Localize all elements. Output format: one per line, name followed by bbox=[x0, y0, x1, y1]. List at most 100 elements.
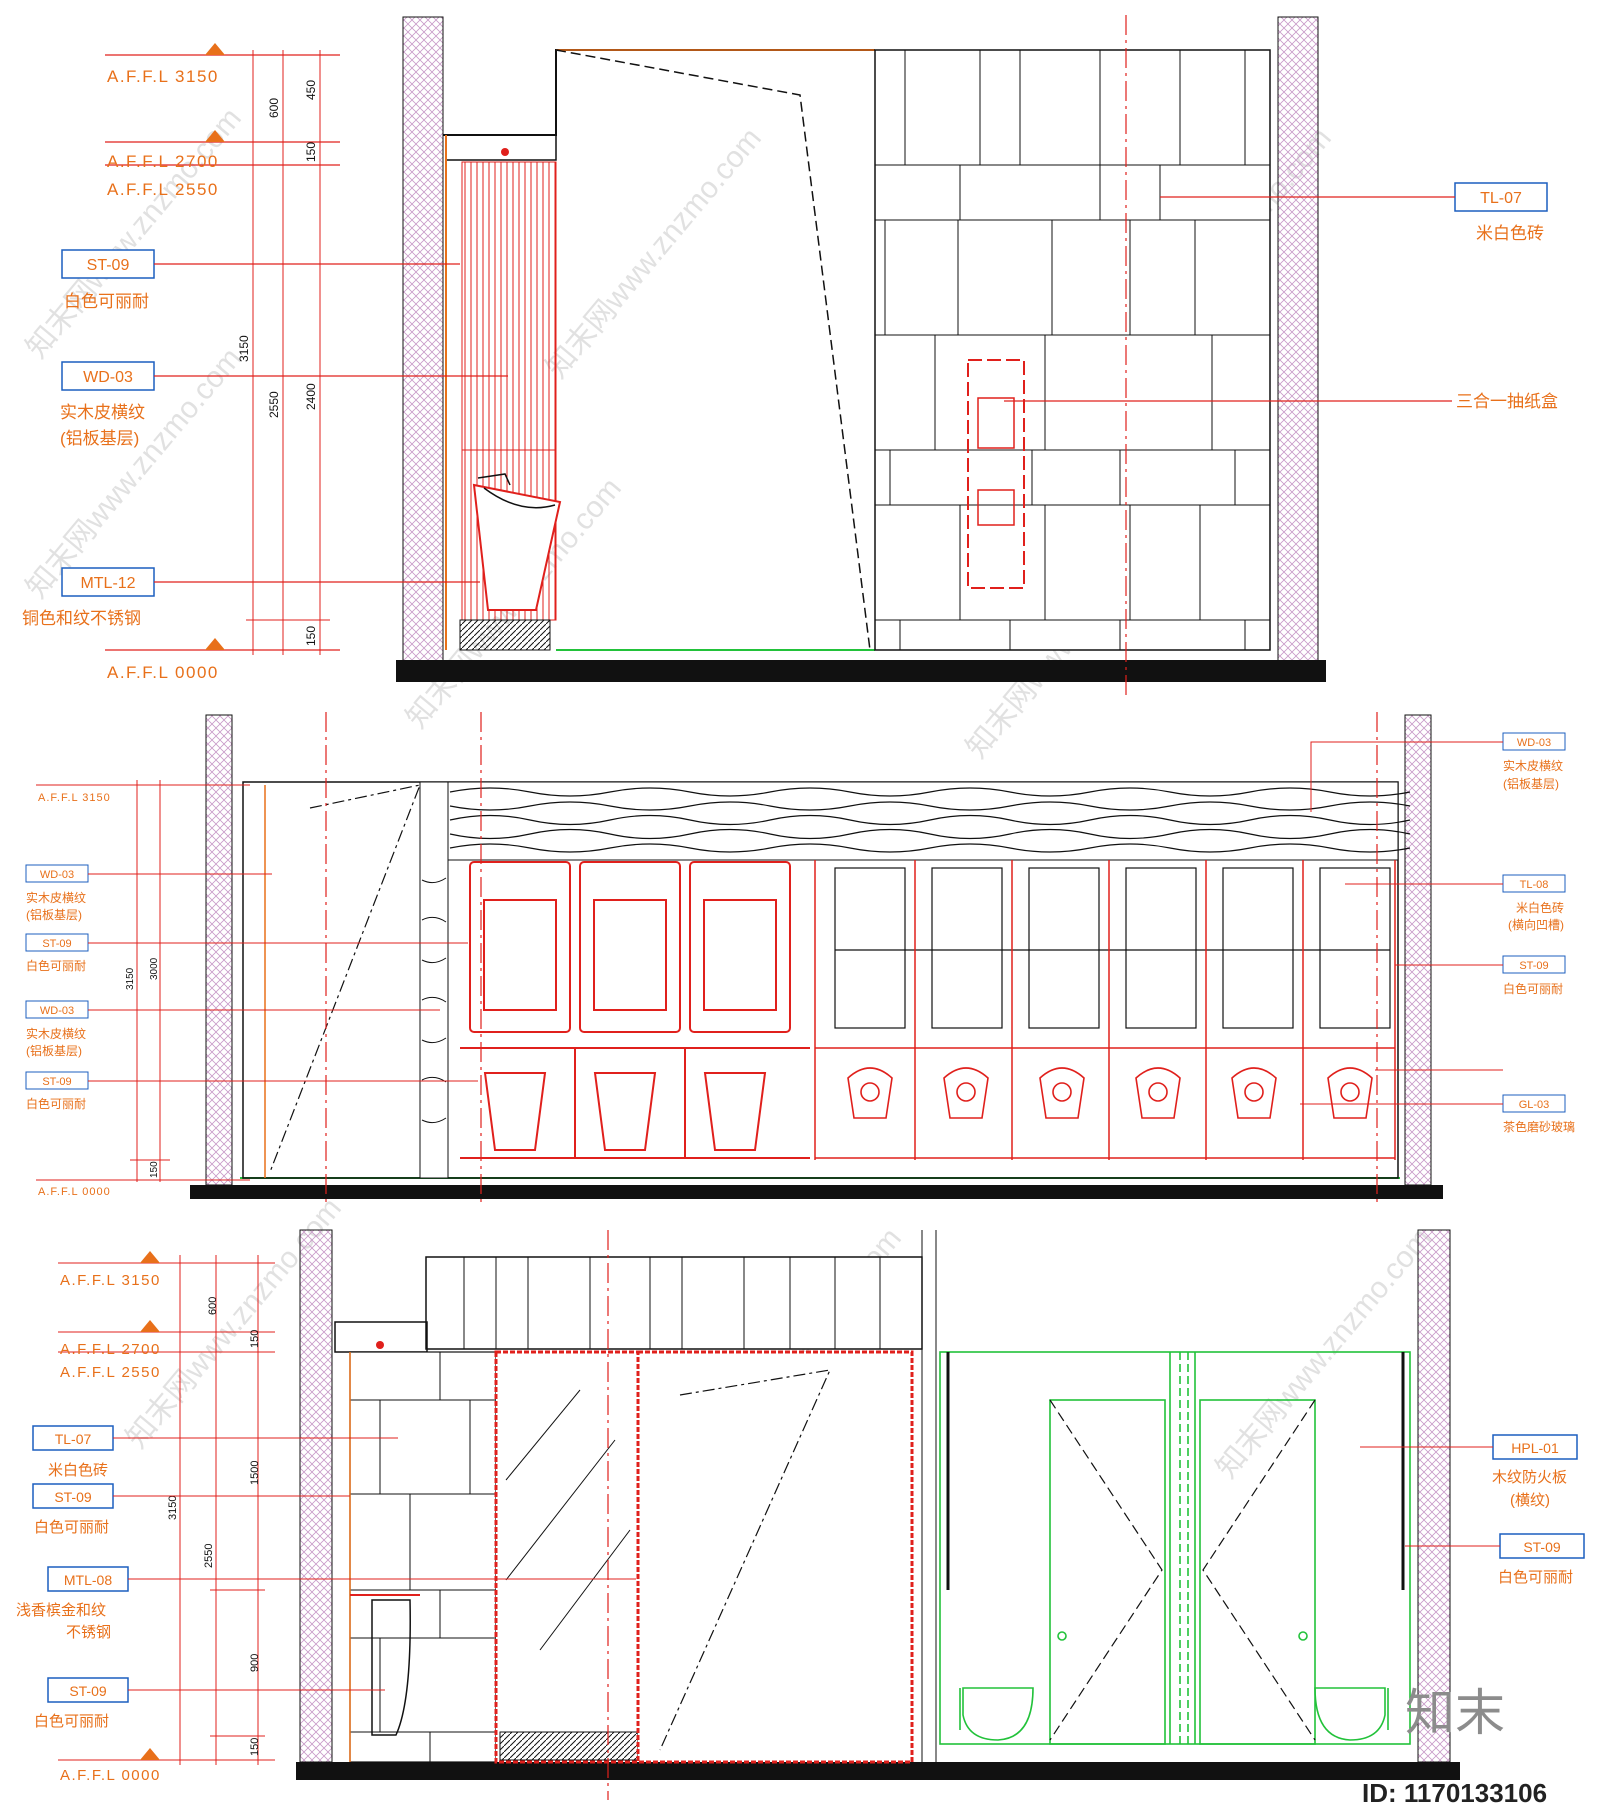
material-tag: ST-09 白色可丽耐 bbox=[34, 1677, 385, 1730]
tag-desc: 米白色砖 bbox=[48, 1462, 108, 1479]
tag-code: ST-09 bbox=[1523, 1539, 1561, 1555]
tag-desc: 白色可丽耐 bbox=[64, 292, 149, 311]
wall-right bbox=[1417, 1229, 1451, 1763]
tag-code: ST-09 bbox=[54, 1489, 92, 1505]
tag-code: ST-09 bbox=[1519, 960, 1548, 972]
toilet-icons bbox=[959, 1687, 1389, 1741]
tag-code: WD-03 bbox=[1517, 737, 1551, 749]
tag-desc: 铜色和纹不锈钢 bbox=[22, 609, 141, 628]
floor-slab bbox=[296, 1762, 1460, 1780]
material-tag: 三合一抽纸盒 bbox=[1004, 392, 1558, 411]
dimension-text: 2550 bbox=[267, 391, 281, 418]
tag-code: ST-09 bbox=[69, 1683, 107, 1699]
dimension-text: 600 bbox=[267, 98, 281, 118]
tag-desc: 白色可丽耐 bbox=[26, 1096, 86, 1111]
level-label: A.F.F.L 0000 bbox=[38, 1186, 111, 1198]
tag-code: WD-03 bbox=[40, 1005, 74, 1017]
basin-icons bbox=[460, 1048, 810, 1159]
elevation-bottom: A.F.F.L 3150 A.F.F.L 2700 A.F.F.L 2550 A… bbox=[16, 1229, 1585, 1800]
material-tag: WD-03 实木皮横纹 (铝板基层) bbox=[25, 864, 272, 922]
dimension-text: 150 bbox=[304, 142, 318, 162]
image-id: ID: 1170133106 bbox=[1362, 1778, 1547, 1808]
material-tag: TL-07 米白色砖 bbox=[32, 1425, 398, 1479]
wall-right bbox=[1277, 16, 1319, 663]
dimension-lines bbox=[175, 1255, 265, 1765]
mirror-cabinets bbox=[460, 861, 810, 1049]
tag-desc: 实木皮横纹 bbox=[26, 1026, 86, 1041]
dimension-text: 150 bbox=[149, 1161, 160, 1178]
tag-desc: 木纹防火板 bbox=[1492, 1468, 1567, 1486]
stall-doors bbox=[939, 1351, 1411, 1745]
dimension-text: 150 bbox=[304, 626, 318, 646]
counter-top bbox=[445, 134, 557, 161]
level-label: A.F.F.L 2700 bbox=[107, 152, 219, 171]
tag-code: WD-03 bbox=[40, 869, 74, 881]
tag-desc: 白色可丽耐 bbox=[1498, 1569, 1573, 1586]
level-label: A.F.F.L 2550 bbox=[60, 1364, 161, 1381]
mirror-reflection bbox=[505, 1389, 631, 1651]
material-tag: MTL-12 铜色和纹不锈钢 bbox=[22, 567, 480, 628]
tag-code: ST-09 bbox=[87, 257, 130, 274]
material-tag: ST-09 白色可丽耐 bbox=[25, 933, 468, 973]
dimension-text: 3000 bbox=[149, 957, 160, 980]
dimension-text: 2400 bbox=[304, 383, 318, 410]
urinal-rim bbox=[483, 487, 556, 509]
tag-desc: (横纹) bbox=[1510, 1492, 1550, 1509]
stall-partitions bbox=[814, 860, 1396, 1160]
centerlines bbox=[325, 712, 1378, 1205]
dispenser-slot bbox=[977, 489, 1015, 526]
material-tag: MTL-08 浅香槟金和纹 不锈钢 bbox=[16, 1566, 636, 1641]
floor-slab bbox=[190, 1185, 1443, 1199]
brand-logo: 知末 bbox=[1405, 1685, 1505, 1741]
tag-desc: 白色可丽耐 bbox=[1503, 981, 1563, 996]
tag-code: MTL-08 bbox=[64, 1572, 112, 1588]
urinal-icon bbox=[371, 1599, 411, 1736]
level-label: A.F.F.L 0000 bbox=[60, 1767, 161, 1784]
tag-code: HPL-01 bbox=[1511, 1440, 1559, 1456]
dimension-text: 3150 bbox=[125, 967, 136, 990]
tag-desc: 白色可丽耐 bbox=[34, 1713, 109, 1730]
tag-desc: 白色可丽耐 bbox=[34, 1519, 109, 1536]
tag-desc: (铝板基层) bbox=[26, 907, 82, 922]
dispenser-slot bbox=[977, 397, 1015, 449]
tag-desc: (铝板基层) bbox=[60, 429, 139, 448]
tag-desc: 不锈钢 bbox=[66, 1624, 111, 1641]
tile-grid bbox=[350, 1352, 496, 1762]
dimension-text: 3150 bbox=[237, 335, 251, 362]
material-tag: WD-03 实木皮横纹 (铝板基层) bbox=[60, 361, 508, 448]
mirror-panel bbox=[494, 1350, 640, 1764]
material-tag: ST-09 白色可丽耐 bbox=[1395, 955, 1566, 996]
material-tag: TL-07 米白色砖 bbox=[1160, 182, 1548, 243]
tag-code: TL-07 bbox=[1480, 190, 1522, 207]
tag-code: TL-08 bbox=[1520, 879, 1549, 891]
urinal-icons bbox=[847, 1067, 1373, 1119]
tag-desc: 实木皮横纹 bbox=[1503, 758, 1563, 773]
material-tag: ST-09 白色可丽耐 bbox=[32, 1483, 350, 1536]
level-label: A.F.F.L 3150 bbox=[107, 67, 219, 86]
dimension-text: 600 bbox=[207, 1297, 219, 1315]
wall-left bbox=[205, 714, 233, 1186]
wood-grain bbox=[449, 787, 1411, 853]
tile-stalls bbox=[834, 867, 1391, 1029]
level-markers: A.F.F.L 3150 A.F.F.L 2700 A.F.F.L 2550 A… bbox=[105, 43, 340, 682]
dimension-text: 3150 bbox=[167, 1496, 179, 1520]
tag-desc: 茶色磨砂玻璃 bbox=[1503, 1119, 1575, 1134]
elevation-middle: A.F.F.L 3150 A.F.F.L 0000 3150 3000 150 … bbox=[25, 712, 1575, 1205]
tag-code: GL-03 bbox=[1519, 1099, 1550, 1111]
tag-desc: 米白色砖 bbox=[1476, 224, 1544, 243]
tag-desc: 实木皮横纹 bbox=[26, 890, 86, 905]
dimension-text: 2550 bbox=[203, 1544, 215, 1568]
tag-desc: (横向凹槽) bbox=[1508, 917, 1564, 932]
material-tag: ST-09 白色可丽耐 bbox=[61, 249, 460, 311]
material-tag: WD-03 实木皮横纹 (铝板基层) bbox=[25, 1000, 440, 1058]
panel-joints bbox=[463, 1257, 881, 1349]
dimension-text: 450 bbox=[304, 80, 318, 100]
dimension-text: 150 bbox=[249, 1738, 261, 1756]
floor-slab bbox=[396, 660, 1326, 682]
material-tag: HPL-01 木纹防火板 (横纹) bbox=[1360, 1434, 1578, 1509]
tile-wall bbox=[349, 1351, 497, 1763]
dimension-text: 150 bbox=[249, 1330, 261, 1348]
flush-pipe-icon bbox=[477, 473, 511, 486]
